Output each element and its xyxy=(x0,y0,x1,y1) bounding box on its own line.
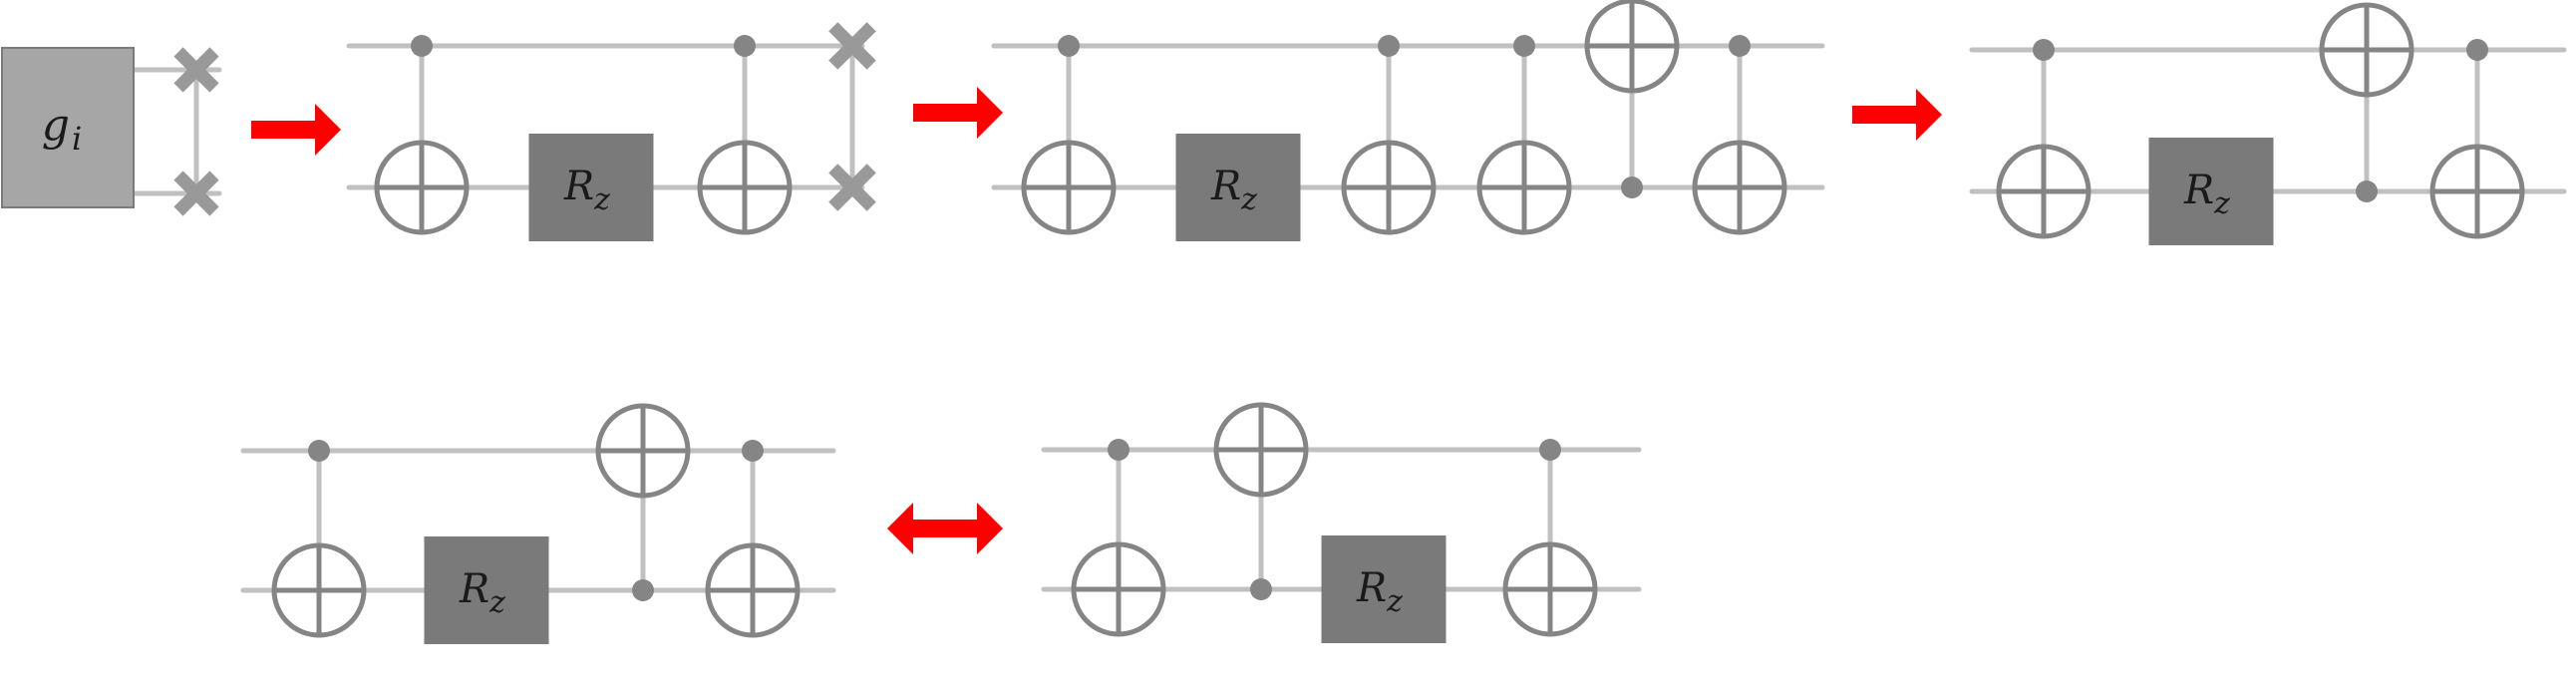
cross-stroke xyxy=(828,164,876,211)
control-dot xyxy=(1378,35,1400,57)
cnot-gate xyxy=(1341,35,1437,235)
rz-label: Rz xyxy=(1210,164,1257,217)
swap-cross-top-icon xyxy=(828,22,876,70)
control-dot xyxy=(411,35,433,57)
rz-box xyxy=(1321,535,1447,643)
rz-gate: Rz xyxy=(528,134,654,241)
rz-box xyxy=(1175,134,1301,241)
rz-box xyxy=(2148,138,2274,245)
swap-gate xyxy=(173,47,219,216)
control-dot xyxy=(1250,578,1272,600)
circuit-c3: Rz xyxy=(1969,2,2567,245)
cnot-gate xyxy=(1502,439,1598,637)
control-dot xyxy=(2356,180,2378,202)
cnot-gate xyxy=(1996,39,2092,239)
cross-stroke xyxy=(173,47,219,93)
gi-box xyxy=(1,47,135,208)
gi-label: gi xyxy=(42,100,82,158)
control-dot xyxy=(1539,439,1561,461)
cnot-gate xyxy=(697,35,793,235)
cnot-gate xyxy=(595,403,691,601)
rz-label: Rz xyxy=(459,566,505,620)
cnot-gate xyxy=(1584,0,1680,198)
cnot-gate xyxy=(374,35,470,235)
swap-cross-top-icon xyxy=(173,47,219,93)
rz-box xyxy=(528,134,654,241)
control-dot xyxy=(632,579,654,601)
control-dot xyxy=(2466,39,2488,61)
control-dot xyxy=(1513,35,1535,57)
swap-gate xyxy=(828,22,876,211)
circuit-c4: Rz xyxy=(240,403,836,644)
right-arrow-icon xyxy=(913,87,1003,139)
rz-gate: Rz xyxy=(1175,134,1301,241)
control-dot xyxy=(1058,35,1080,57)
control-dot xyxy=(734,35,756,57)
rz-gate: Rz xyxy=(424,536,549,644)
rz-gate: Rz xyxy=(2148,138,2274,245)
control-dot xyxy=(308,440,330,462)
circuit-c2: Rz xyxy=(991,0,1825,241)
cnot-gate xyxy=(2319,2,2415,202)
gi-gate: gi xyxy=(1,47,135,208)
cnot-gate xyxy=(1213,402,1309,600)
rz-label: Rz xyxy=(1356,565,1403,619)
cnot-gate xyxy=(1476,35,1572,235)
control-dot xyxy=(1729,35,1751,57)
rz-gate: Rz xyxy=(1321,535,1447,643)
rz-box xyxy=(424,536,549,644)
circuit-c1: Rz xyxy=(346,22,876,241)
control-dot xyxy=(1621,176,1643,198)
cnot-gate xyxy=(1692,35,1787,235)
cross-stroke xyxy=(828,22,876,70)
control-dot xyxy=(1108,439,1129,461)
right-arrow-icon xyxy=(1852,89,1942,141)
cnot-gate xyxy=(1021,35,1117,235)
swap-cross-bottom-icon xyxy=(173,171,219,216)
double-arrow-icon xyxy=(887,503,1003,554)
swap-cross-bottom-icon xyxy=(828,164,876,211)
cnot-gate xyxy=(2429,39,2525,239)
cnot-gate xyxy=(271,440,367,638)
circuit-c5: Rz xyxy=(1041,402,1642,643)
rz-label: Rz xyxy=(563,164,610,217)
cnot-gate xyxy=(1071,439,1166,637)
cnot-gate xyxy=(705,440,801,638)
cross-stroke xyxy=(173,171,219,216)
control-dot xyxy=(742,440,764,462)
right-arrow-icon xyxy=(251,104,341,156)
rz-label: Rz xyxy=(2183,168,2230,221)
control-dot xyxy=(2033,39,2055,61)
circuit-c0: gi xyxy=(1,47,222,216)
